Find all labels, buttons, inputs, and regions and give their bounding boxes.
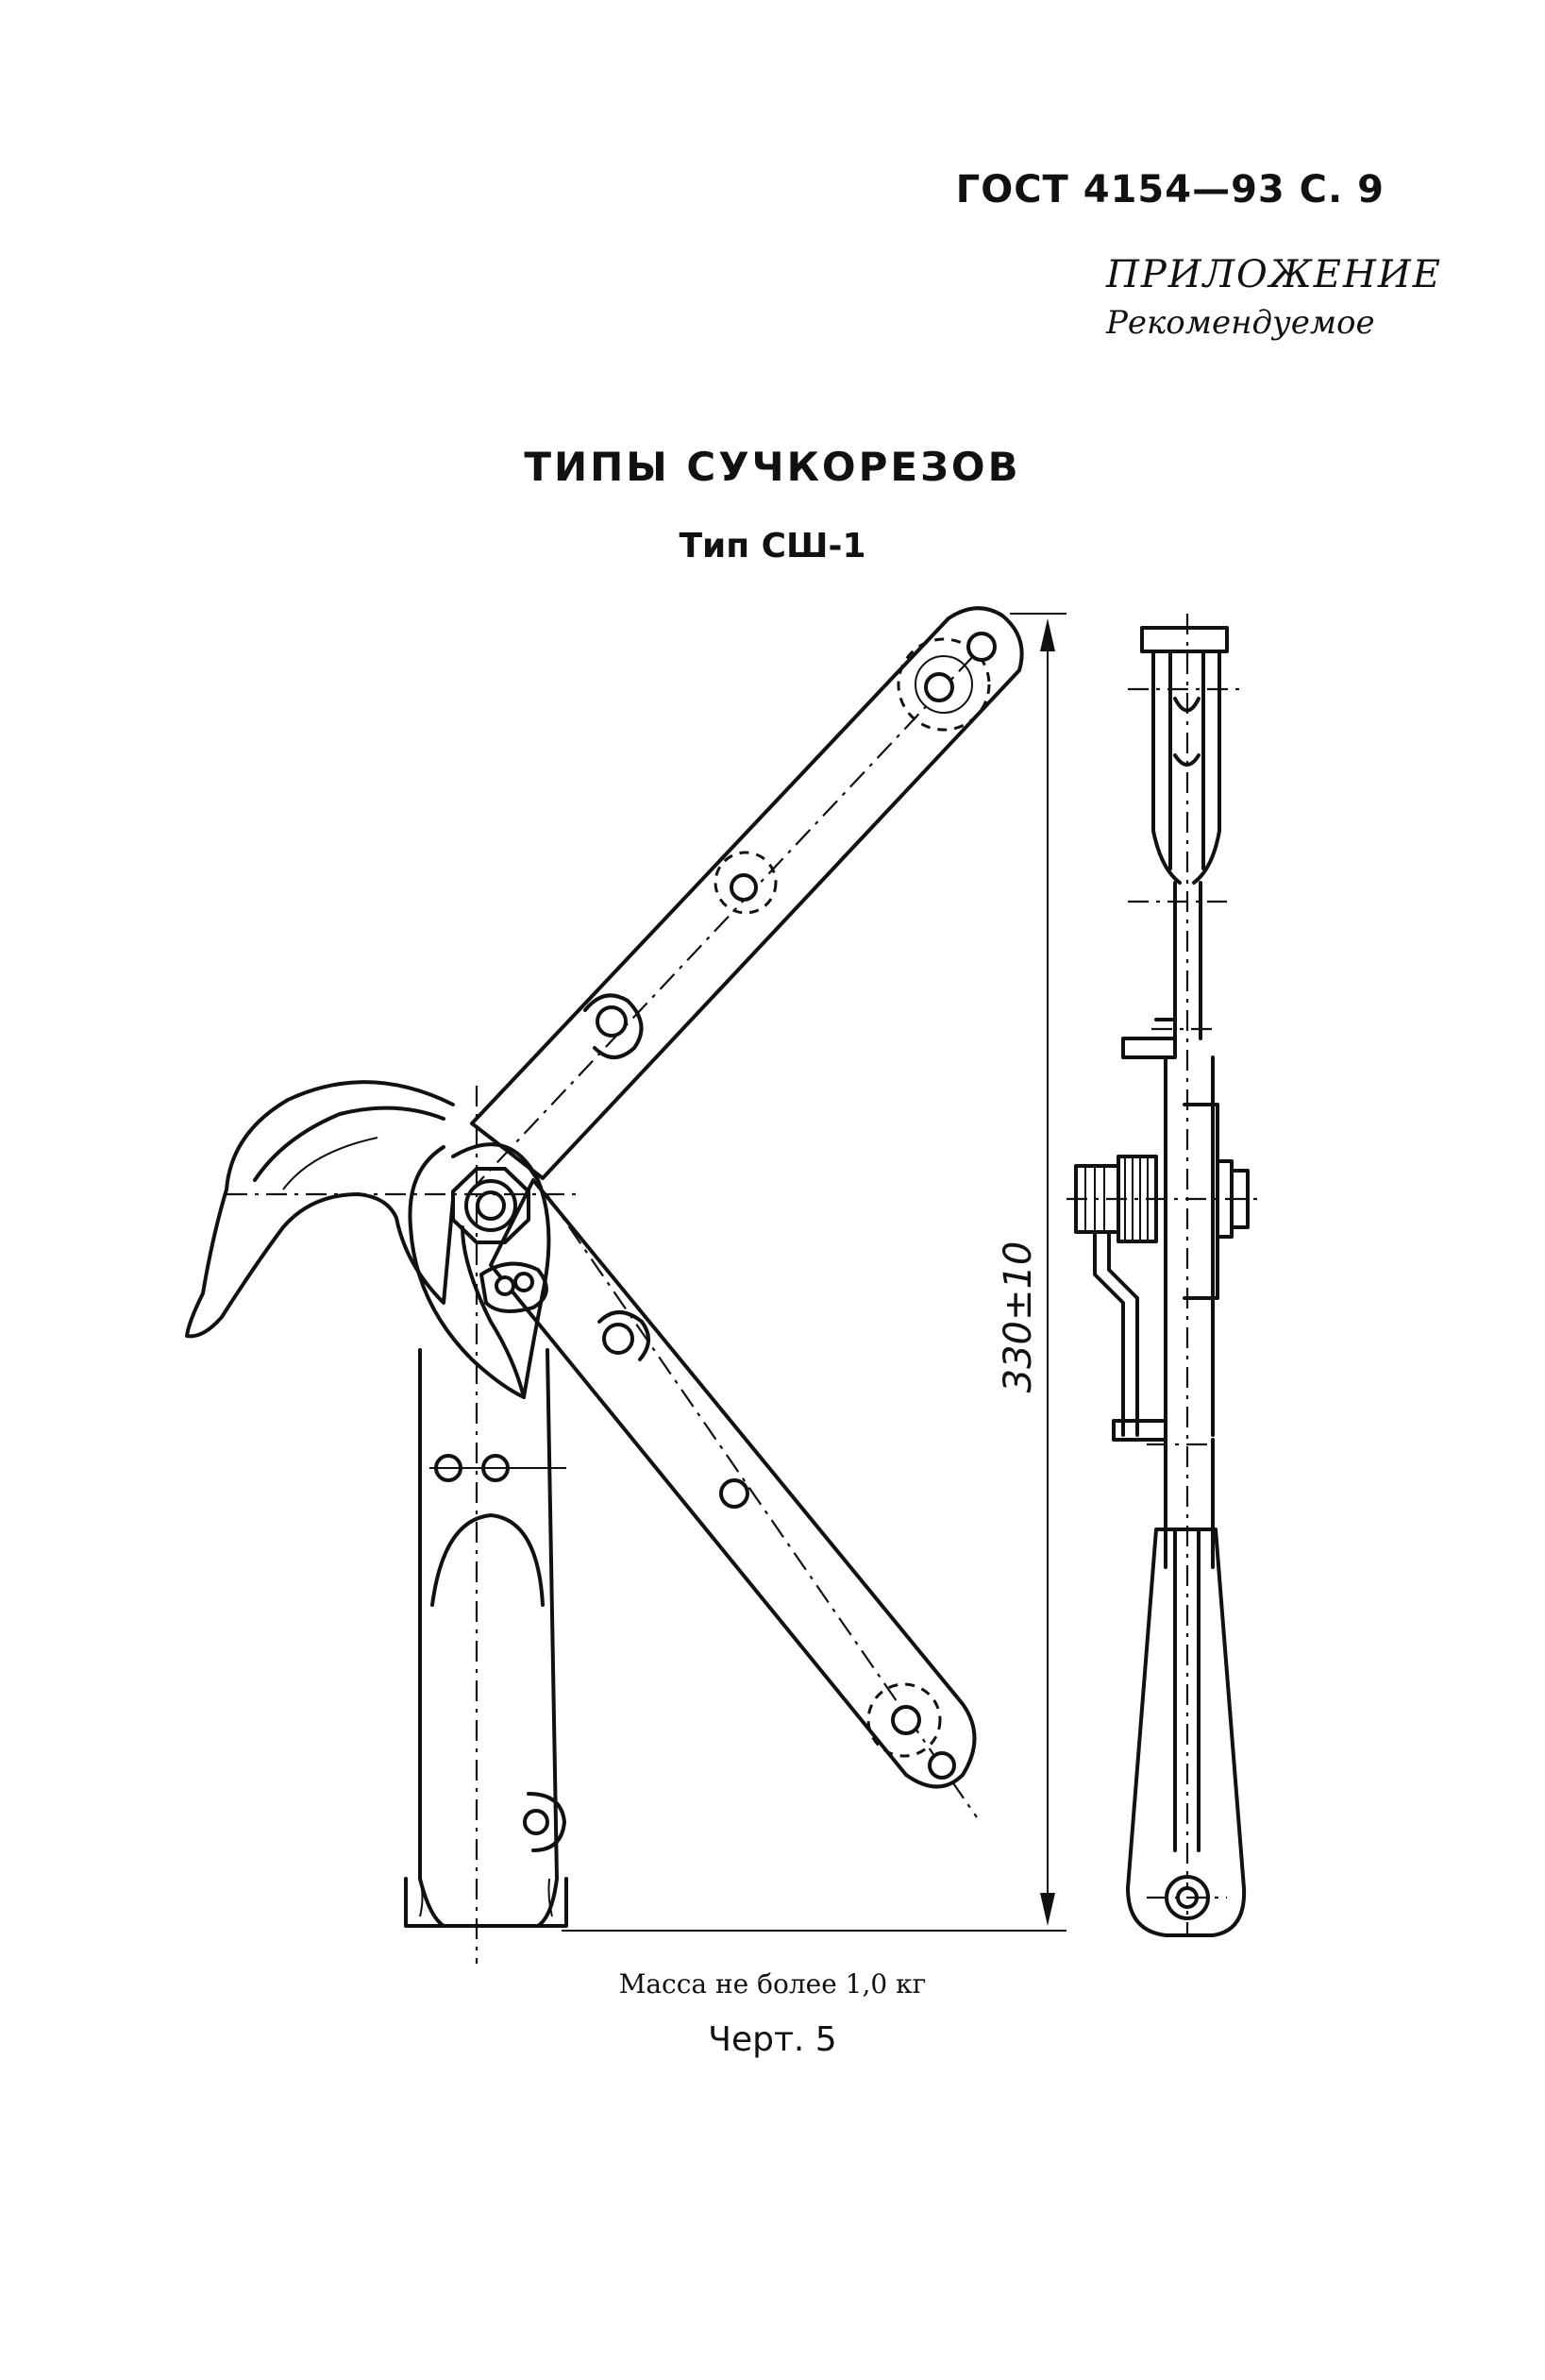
standard-code: ГОСТ 4154—93 С. 9 [955, 168, 1385, 211]
side-view [1066, 614, 1260, 1937]
handle [404, 1348, 568, 1928]
dimension-label: 330±10 [997, 1241, 1040, 1393]
height-dimension: 330±10 [562, 613, 1066, 1932]
appendix-title: ПРИЛОЖЕНИЕ [1106, 253, 1442, 296]
type-label: Тип СШ-1 [679, 527, 866, 565]
lower-arm [489, 1160, 978, 1818]
hook-blade [185, 1080, 455, 1339]
front-view: 330±10 [185, 606, 1066, 1964]
section-title: ТИПЫ СУЧКОРЕЗОВ [524, 444, 1021, 490]
mass-note: Масса не более 1,0 кг [618, 1968, 927, 2000]
upper-arm [469, 606, 1024, 1192]
appendix-status: Рекомендуемое [1106, 304, 1375, 342]
cutting-blade [408, 1142, 551, 1399]
figure-label: Черт. 5 [708, 2020, 837, 2059]
pivot-bolt [451, 1167, 530, 1244]
